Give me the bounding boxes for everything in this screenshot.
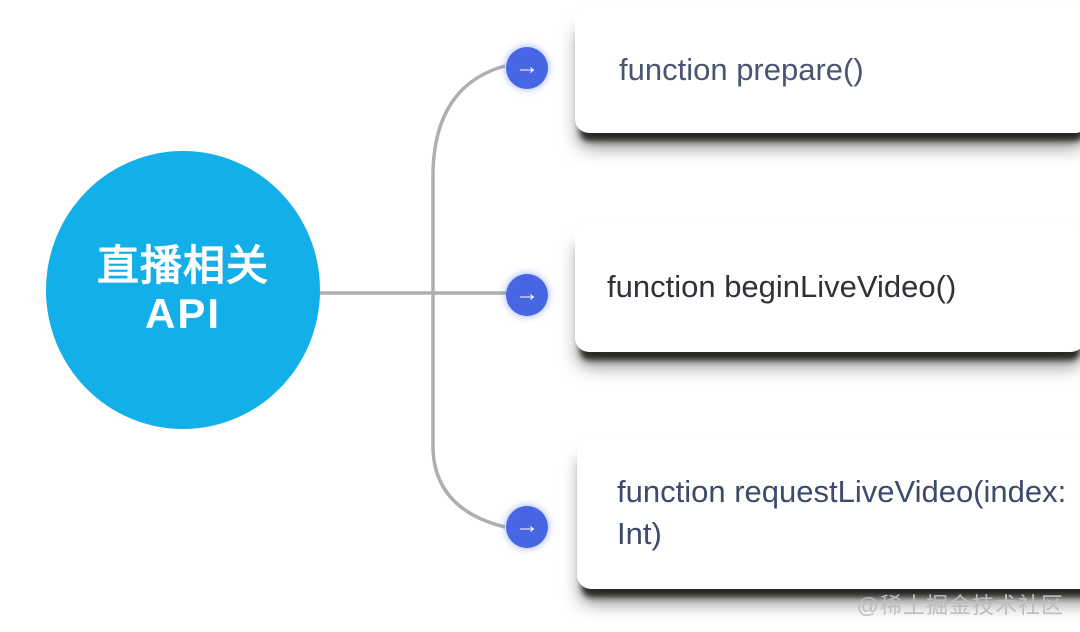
root-node-live-api: 直播相关 API [46, 151, 320, 429]
root-node-label-line2: API [144, 290, 221, 337]
root-node-label-line1: 直播相关 [96, 241, 269, 289]
arrow-node-3: → [506, 506, 548, 548]
branch-card-label: function requestLiveVideo(index: Int) [617, 473, 1067, 551]
watermark-juejin-community: @稀土掘金技术社区 [856, 593, 1064, 618]
trunk-curve-line [431, 64, 506, 529]
branch-card-label: function prepare() [619, 51, 864, 87]
branch-card-request-live-video: function requestLiveVideo(index: Int) [577, 437, 1080, 589]
right-arrow-icon: → [515, 512, 539, 539]
branch-card-begin-live-video: function beginLiveVideo() [575, 222, 1080, 352]
arrow-node-1: → [506, 47, 548, 89]
branch-card-label: function beginLiveVideo() [607, 268, 957, 304]
right-arrow-icon: → [515, 53, 539, 80]
arrow-node-2: → [506, 274, 548, 316]
branch-card-prepare: function prepare() [575, 7, 1080, 133]
right-arrow-icon: → [515, 280, 539, 307]
